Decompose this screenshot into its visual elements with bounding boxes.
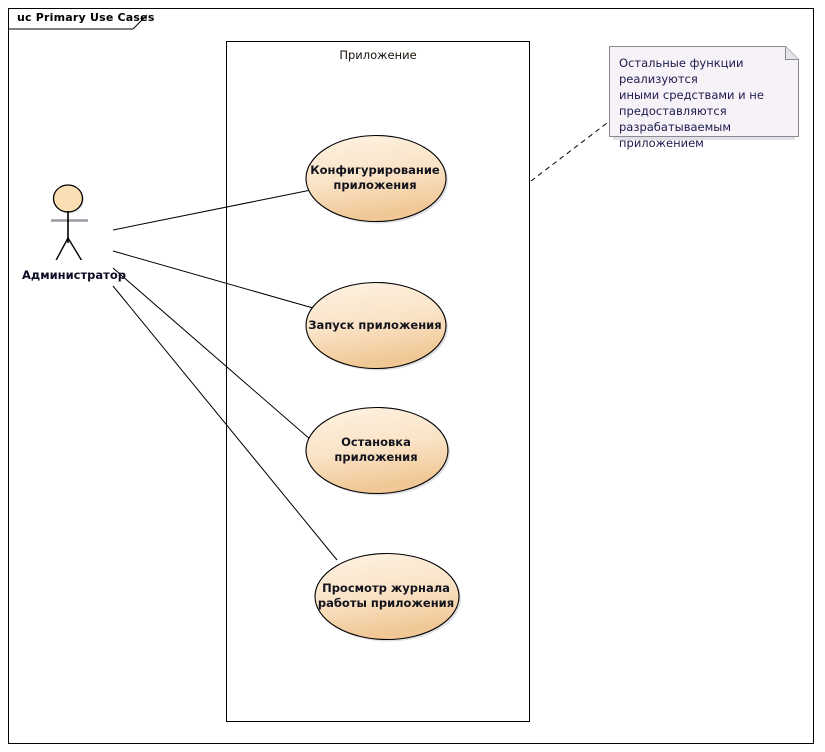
actor-administrator[interactable] bbox=[30, 180, 130, 260]
actor-head bbox=[52, 184, 84, 213]
actor-label: Администратор bbox=[22, 268, 126, 282]
actor-leg-left bbox=[55, 237, 69, 260]
actor-leg-right bbox=[67, 237, 83, 260]
use-case-configure[interactable]: Конфигурирование приложения bbox=[303, 134, 451, 226]
use-case-view-log-shape bbox=[314, 552, 461, 642]
use-case-stop[interactable]: Остановка приложения bbox=[303, 406, 453, 498]
frame-label: uc Primary Use Cases bbox=[17, 11, 155, 24]
note-shape bbox=[609, 46, 799, 140]
diagram-frame-border bbox=[8, 8, 814, 744]
use-case-start[interactable]: Запуск приложения bbox=[303, 281, 451, 373]
use-case-configure-shape bbox=[305, 134, 448, 224]
note-comment[interactable]: Остальные функции реализуются иными сред… bbox=[609, 46, 799, 150]
note-text-line4: разрабатываемым приложением bbox=[619, 120, 732, 150]
system-boundary-label: Приложение bbox=[339, 48, 417, 62]
note-text-block: Остальные функции реализуются иными сред… bbox=[619, 55, 795, 151]
note-text-line2: иными средствами и не bbox=[619, 88, 764, 102]
use-case-start-shape bbox=[305, 281, 448, 371]
use-case-view-log[interactable]: Просмотр журнала работы приложения bbox=[311, 552, 465, 644]
note-text-line1: Остальные функции реализуются bbox=[619, 56, 744, 86]
note-text-line3: предоставляются bbox=[619, 104, 727, 118]
use-case-stop-shape bbox=[305, 406, 450, 496]
